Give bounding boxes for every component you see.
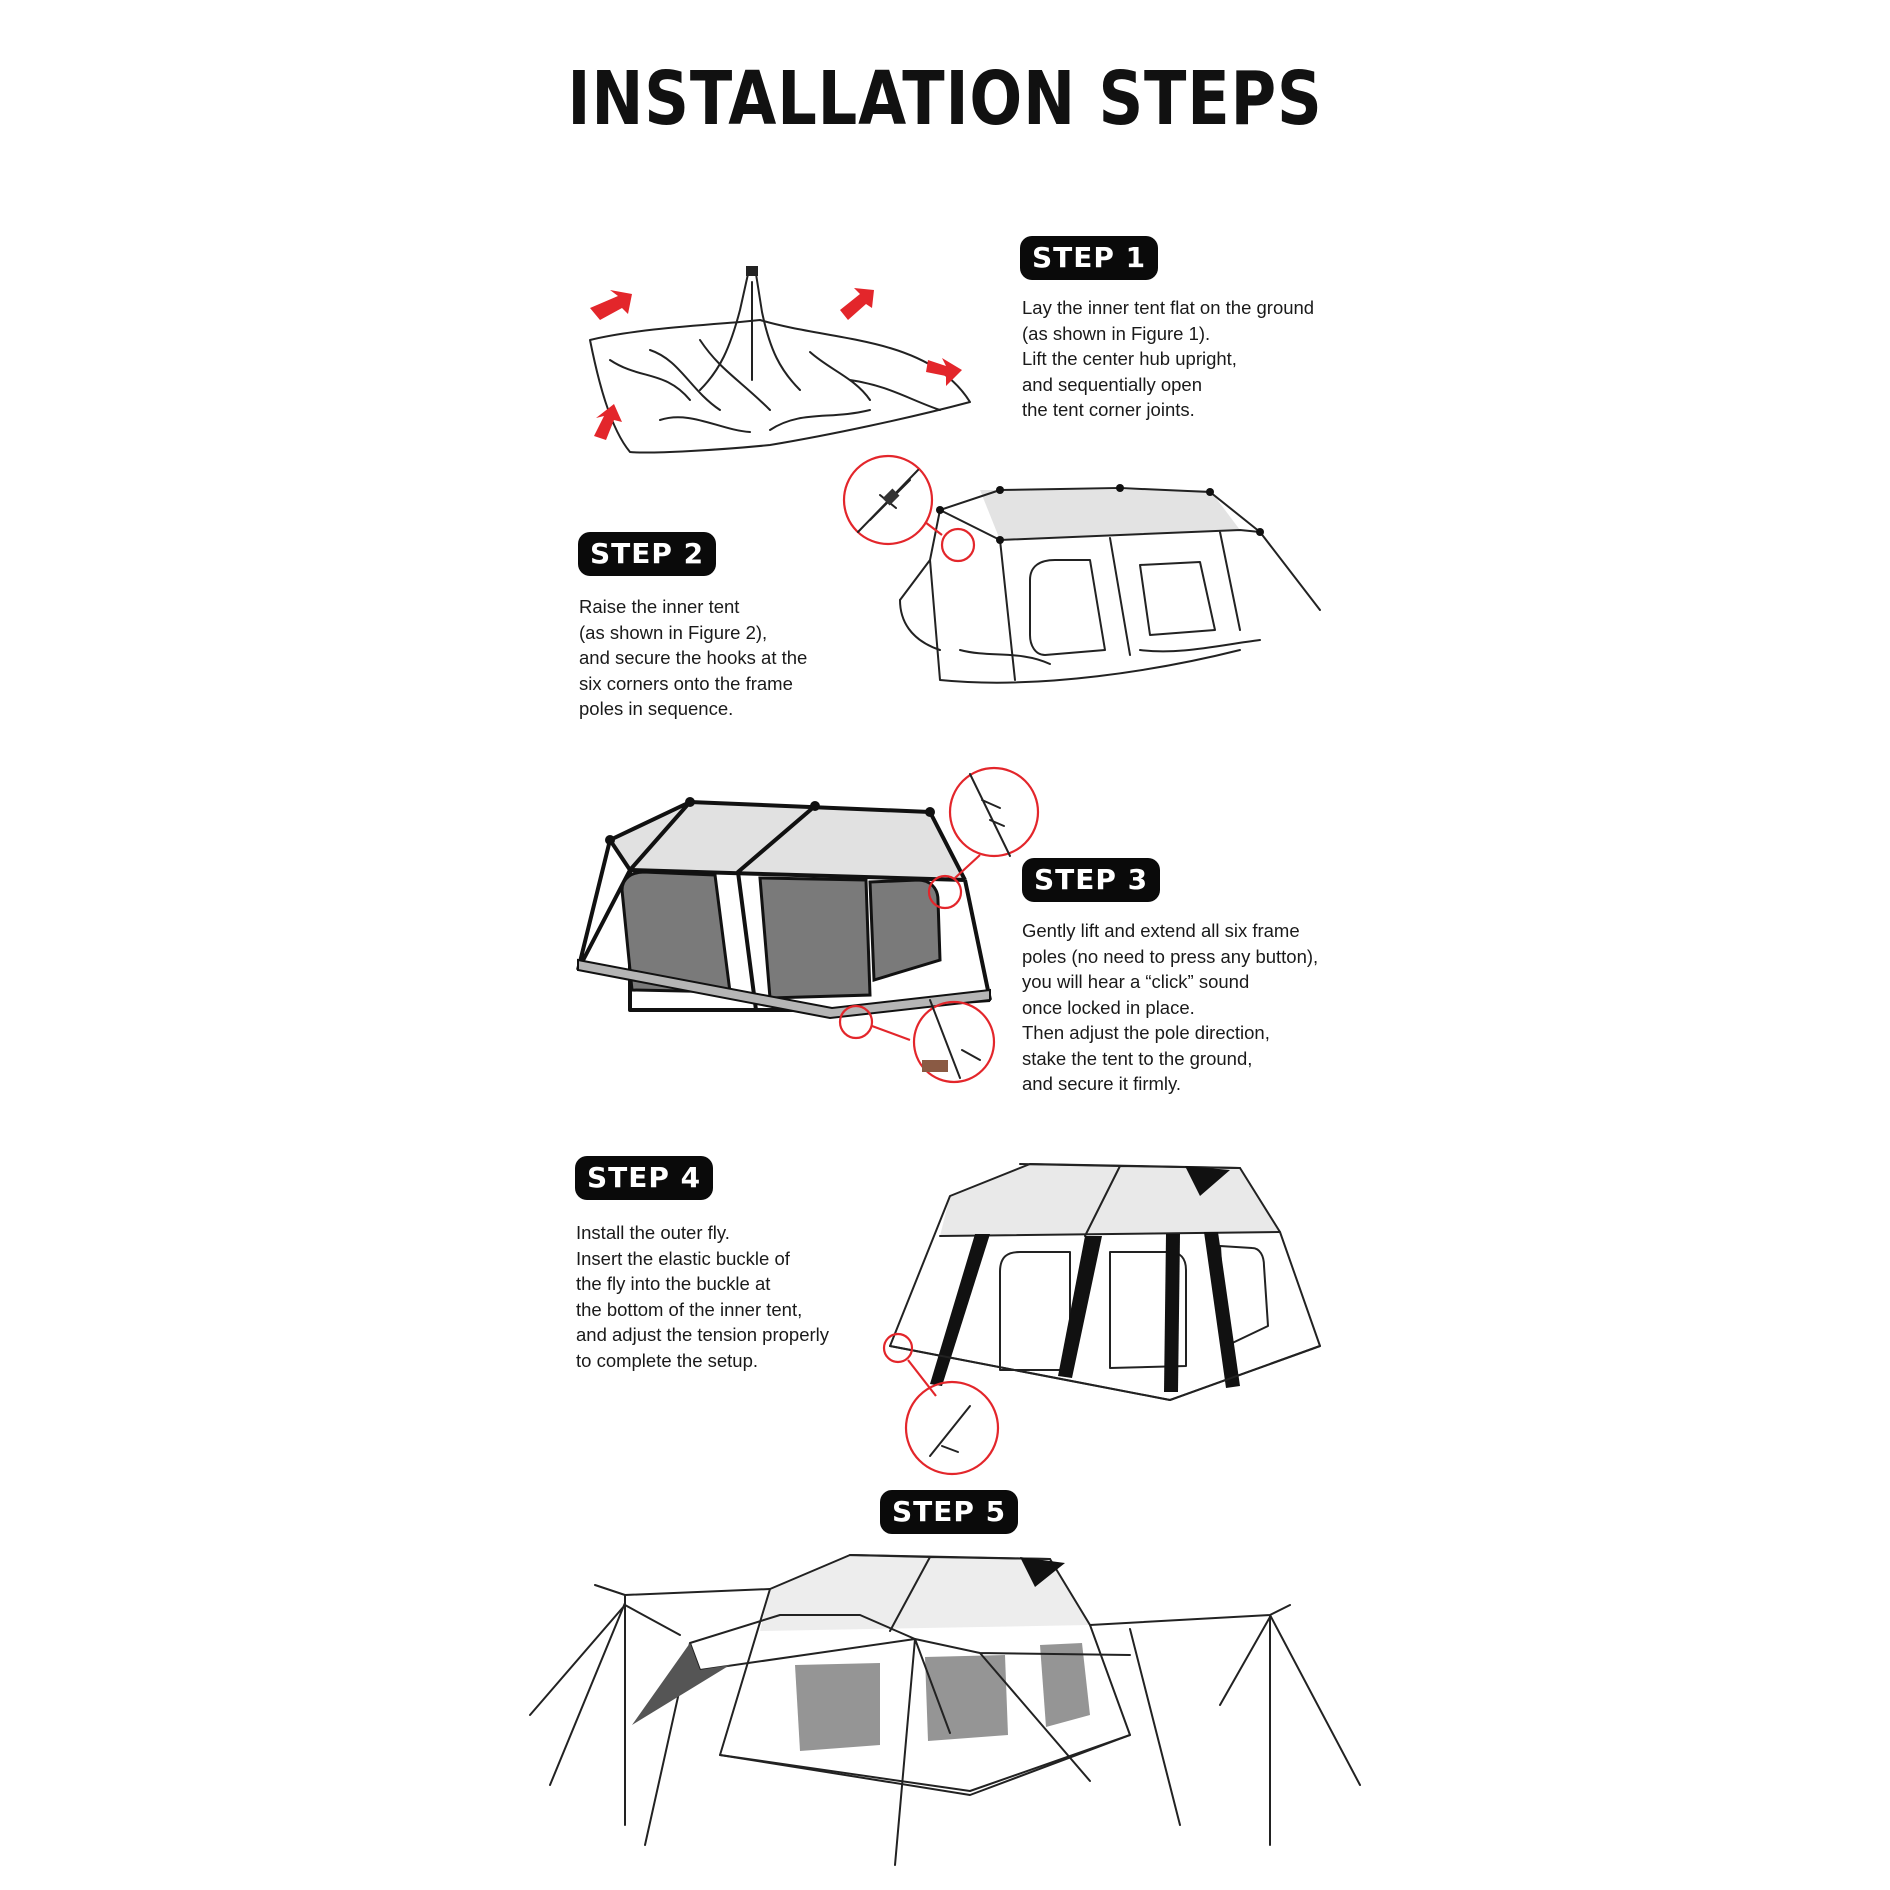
step-4-description: Install the outer fly. Insert the elasti…: [576, 1220, 829, 1373]
step-4-line: to complete the setup.: [576, 1349, 759, 1371]
step-4-outer-fly-figure: [882, 1163, 1321, 1476]
step-4-line: the bottom of the inner tent,: [576, 1298, 803, 1320]
step-1-description: Lay the inner tent flat on the ground (a…: [1022, 295, 1314, 423]
step-1-line: and sequentially open: [1022, 373, 1203, 395]
step-2-line: (as shown in Figure 2),: [579, 621, 768, 643]
step-2-line: and secure the hooks at the: [579, 647, 808, 668]
step-3-description: Gently lift and extend all six frame pol…: [1022, 918, 1318, 1097]
step-2-line: Raise the inner tent: [579, 596, 740, 617]
step-3-line: you will hear a “click” sound: [1022, 971, 1250, 992]
step-4-line: and adjust the tension properly: [576, 1324, 830, 1345]
step-4-line: Insert the elastic buckle of: [576, 1247, 790, 1269]
step-2-description: Raise the inner tent (as shown in Figure…: [579, 594, 807, 722]
step-3-line: once locked in place.: [1022, 996, 1195, 1018]
step-1-line: the tent corner joints.: [1022, 399, 1195, 420]
step-1-line: (as shown in Figure 1).: [1022, 322, 1211, 344]
step-2-line: six corners onto the frame: [579, 672, 793, 694]
step-2-inner-tent-figure: [842, 454, 1321, 684]
step-3-frame-extended-figure: [576, 766, 1040, 1084]
step-5-badge: STEP 5: [880, 1490, 1019, 1534]
step-2-badge: STEP 2: [578, 532, 717, 576]
step-2-line: poles in sequence.: [579, 698, 734, 719]
step-4-line: Install the outer fly.: [576, 1222, 730, 1243]
step-3-line: poles (no need to press any button),: [1022, 945, 1319, 967]
step-1-line: Lift the center hub upright,: [1022, 348, 1237, 369]
step-4-badge: STEP 4: [575, 1156, 714, 1200]
step-5-tent-with-awnings-figure: [529, 1554, 1361, 1866]
step-1-line: Lay the inner tent flat on the ground: [1022, 297, 1315, 318]
step-1-flat-tent-figure: [589, 266, 971, 454]
step-3-line: Then adjust the pole direction,: [1022, 1022, 1270, 1043]
step-3-line: stake the tent to the ground,: [1022, 1047, 1253, 1069]
step-4-line: the fly into the buckle at: [576, 1273, 771, 1294]
step-3-line: and secure it firmly.: [1022, 1073, 1182, 1094]
step-3-badge: STEP 3: [1022, 858, 1161, 902]
step-1-badge: STEP 1: [1020, 236, 1159, 280]
step-3-line: Gently lift and extend all six frame: [1022, 920, 1300, 941]
page-title: INSTALLATION STEPS: [567, 56, 1323, 142]
